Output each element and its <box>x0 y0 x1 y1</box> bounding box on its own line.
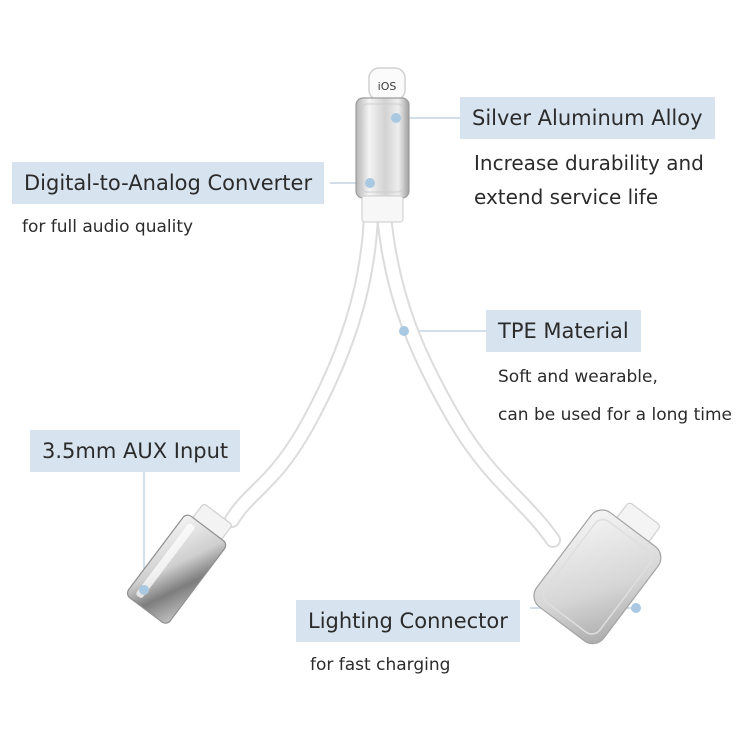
dot-tpe <box>399 326 409 336</box>
desc-lighting: for fast charging <box>310 655 451 675</box>
desc-silver-alloy-line-2: extend service life <box>474 185 659 209</box>
label-dac: Digital-to-Analog Converter <box>12 162 325 204</box>
aux-jack <box>126 503 232 624</box>
dot-silver-alloy <box>391 113 401 123</box>
callout-dots <box>139 113 641 613</box>
desc-dac: for full audio quality <box>22 217 194 237</box>
desc-tpe-line-1: Soft and wearable, <box>498 367 658 387</box>
desc-silver-alloy-line-1: Increase durability and <box>474 151 704 175</box>
label-tpe: TPE Material <box>486 310 641 352</box>
label-aux: 3.5mm AUX Input <box>30 430 241 472</box>
ios-badge: iOS <box>378 80 397 93</box>
lightning-plug <box>355 67 410 223</box>
dot-lighting <box>631 603 641 613</box>
lighting-connector-body <box>533 502 662 645</box>
dot-aux <box>139 585 149 595</box>
label-lighting: Lighting Connector <box>296 600 520 642</box>
desc-tpe-line-2: can be used for a long time <box>498 405 732 425</box>
label-silver-alloy: Silver Aluminum Alloy <box>460 97 715 139</box>
y-cable <box>224 207 561 548</box>
dot-dac <box>365 178 375 188</box>
